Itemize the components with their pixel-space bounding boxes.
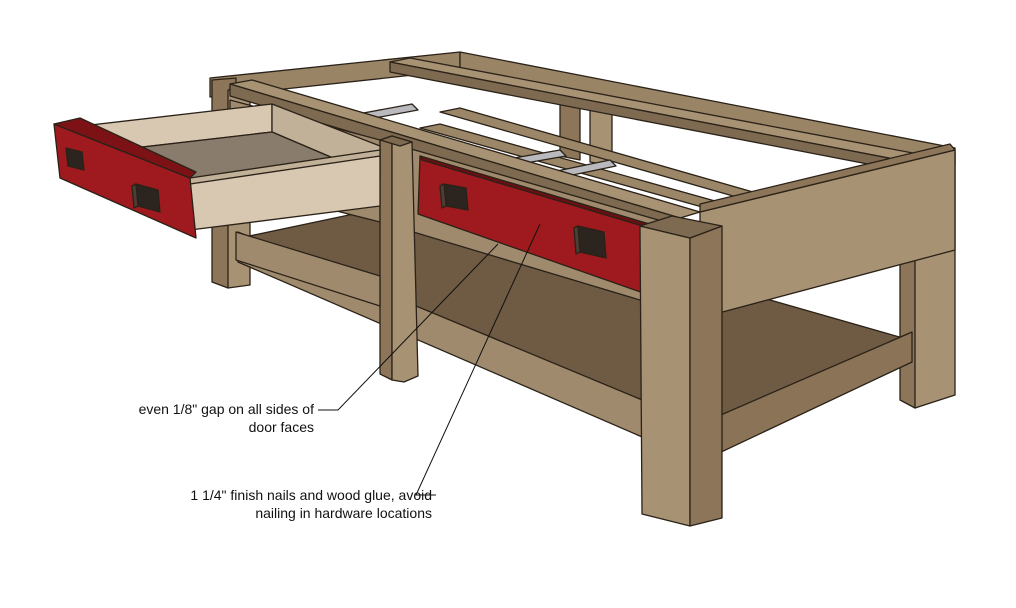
gap-callout: even 1/8" gap on all sides of door faces	[40, 400, 314, 436]
front-center-leg	[379, 135, 419, 383]
front-right-leg	[639, 215, 723, 527]
gap-leader-line	[318, 243, 499, 411]
front-knob-right	[573, 225, 607, 259]
gap-callout-line-1: even 1/8" gap on all sides of	[138, 401, 314, 417]
open-knob-left	[65, 147, 85, 171]
end-apron-top	[699, 143, 956, 213]
right-end-apron	[699, 143, 956, 319]
left-lower-rail	[235, 231, 381, 307]
nails-leader-line	[415, 223, 541, 496]
front-right-leg-side	[689, 225, 723, 527]
open-drawer-face-edge	[53, 117, 197, 179]
nails-callout-line-2: nailing in hardware locations	[255, 505, 432, 521]
front-right-leg-face	[639, 225, 691, 527]
front-drawer	[417, 155, 657, 297]
open-knob-right	[131, 183, 161, 213]
nails-callout: 1 1/4" finish nails and wood glue, avoid…	[100, 486, 432, 522]
center-leg-side	[379, 135, 393, 381]
front-right-leg-top	[639, 215, 723, 239]
center-leg-top	[379, 135, 413, 147]
nails-callout-line-1: 1 1/4" finish nails and wood glue, avoid	[190, 487, 432, 503]
open-drawer	[53, 103, 381, 239]
gap-callout-line-2: door faces	[248, 419, 314, 435]
front-knob-left	[439, 183, 469, 211]
